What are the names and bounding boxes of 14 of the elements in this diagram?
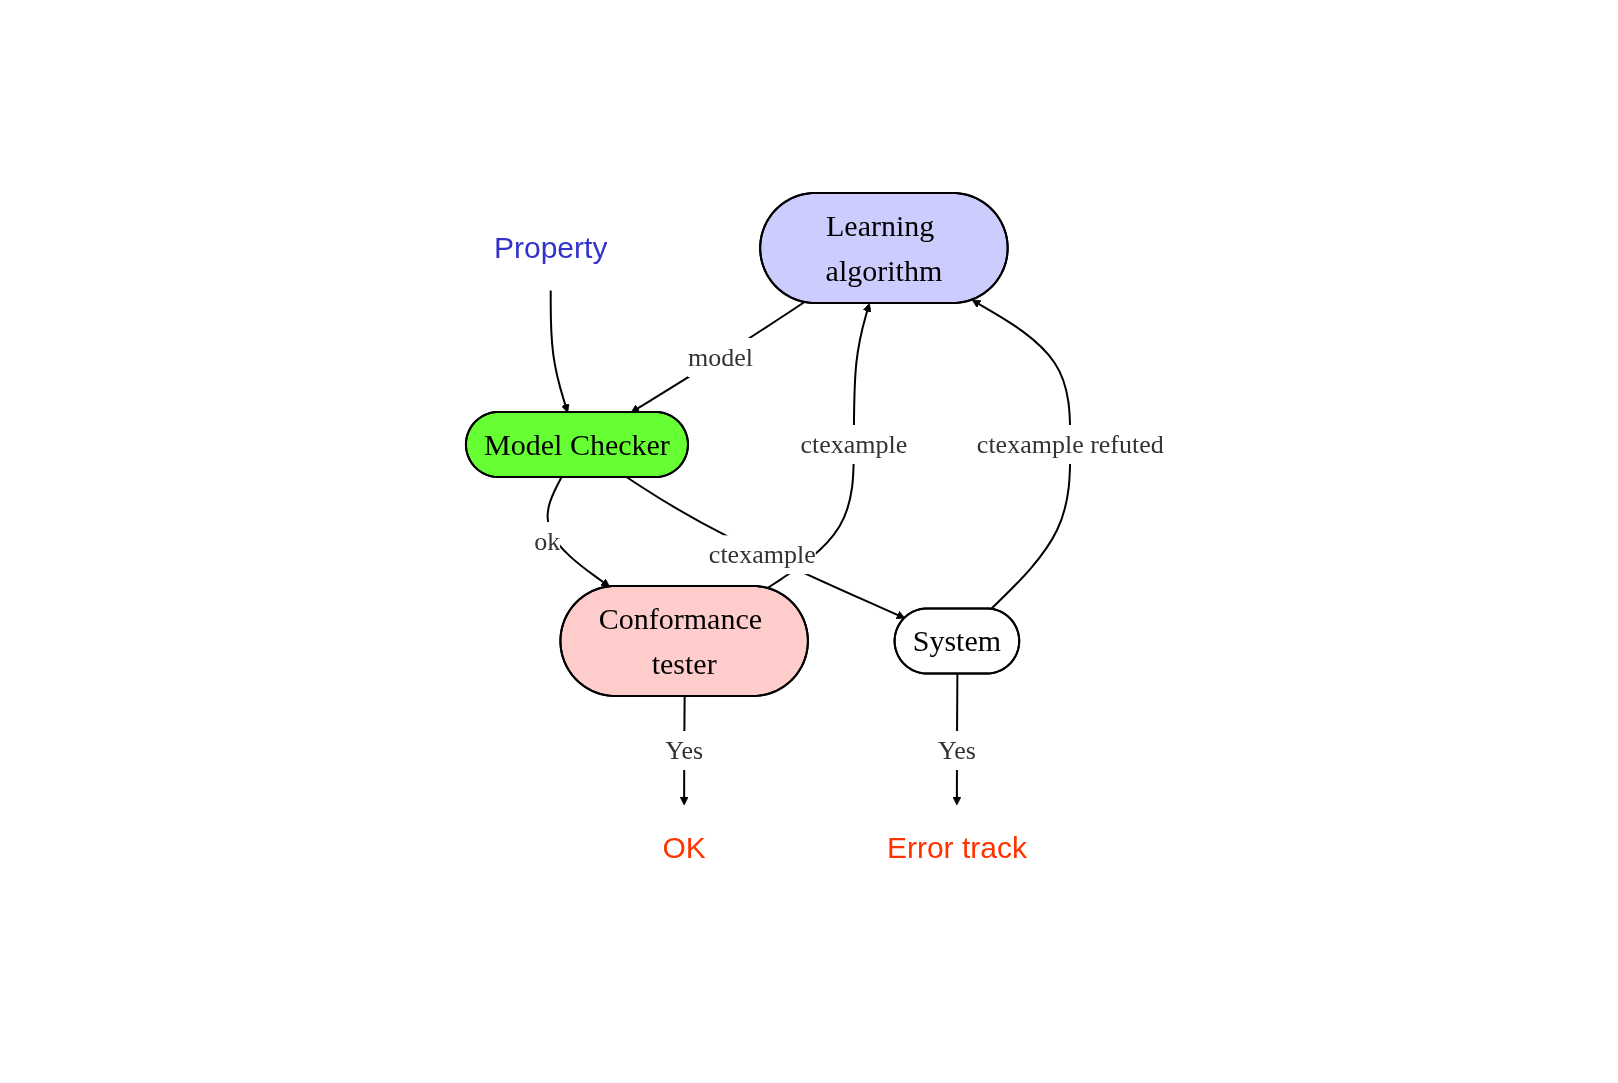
edge-label: Yes: [665, 735, 704, 765]
arrow: [549, 289, 570, 413]
edge-label: ctexample: [800, 429, 908, 459]
edge-label: ctexample: [708, 540, 816, 570]
edge-label: ctexample refuted: [976, 429, 1164, 459]
arrow: [971, 299, 1072, 611]
edge-label: Yes: [938, 735, 976, 765]
arrow: [630, 301, 806, 413]
edge-label: model: [688, 343, 753, 372]
arrow: [626, 476, 906, 619]
node-text: OK: [662, 830, 706, 864]
edge-label: ok: [534, 526, 561, 556]
node-text: Property: [494, 231, 608, 265]
node-text: Error track: [886, 830, 1027, 864]
